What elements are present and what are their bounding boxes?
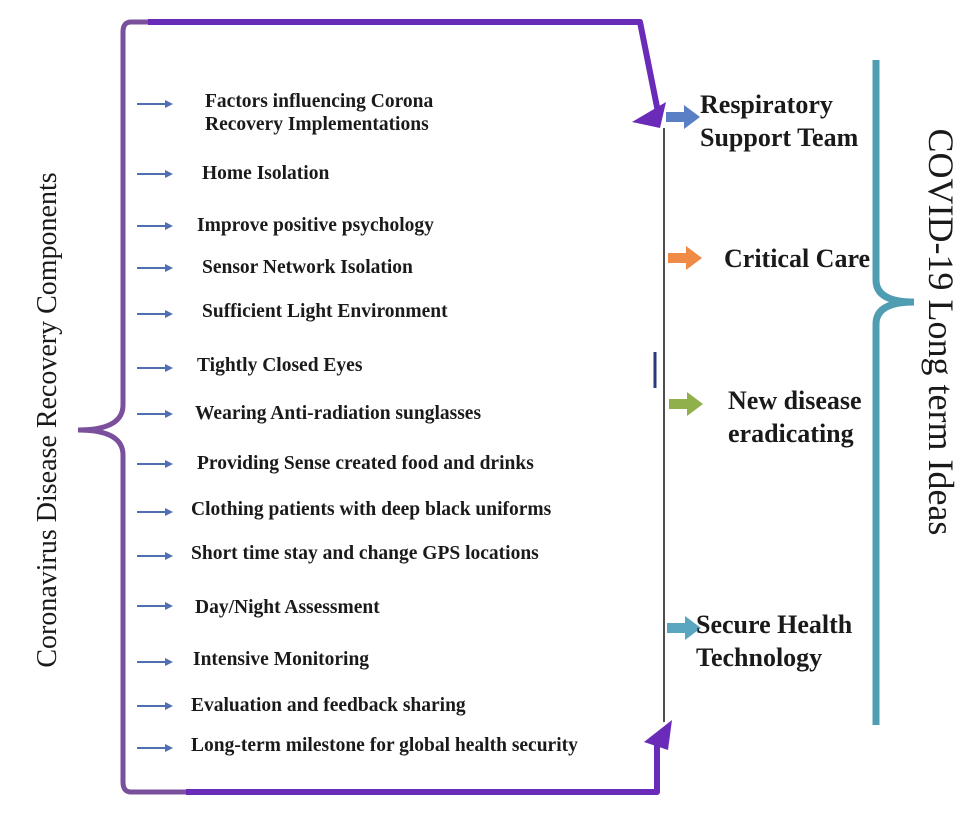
component-arrow-icon (137, 702, 173, 710)
idea-arrow-icon (667, 616, 701, 640)
component-item-line: Long-term milestone for global health se… (191, 735, 578, 756)
idea-label-line: New disease (728, 386, 862, 415)
component-item: Sufficient Light Environment (202, 300, 448, 323)
component-item-line: Short time stay and change GPS locations (191, 543, 539, 564)
component-item-line: Sufficient Light Environment (202, 301, 448, 322)
component-item: Providing Sense created food and drinks (197, 452, 534, 475)
component-arrow-icon (137, 508, 173, 516)
component-item-line: Wearing Anti-radiation sunglasses (195, 403, 482, 424)
left-title-text: Coronavirus Disease Recovery Components (32, 172, 63, 668)
component-arrow-icon (137, 364, 173, 372)
component-item-line: Improve positive psychology (197, 215, 434, 236)
idea-label-line: Technology (696, 643, 823, 672)
top-bracket-arrowhead (632, 102, 666, 128)
component-item: Home Isolation (202, 162, 329, 185)
idea-label-line: Support Team (700, 123, 859, 152)
component-arrow-icon (137, 658, 173, 666)
component-item: Long-term milestone for global health se… (191, 734, 578, 757)
idea-arrow-icon (668, 246, 702, 270)
component-item-line: Factors influencing Corona (205, 91, 434, 112)
bottom-bracket-line (186, 735, 660, 795)
component-item-line: Evaluation and feedback sharing (191, 695, 466, 716)
idea-label: New disease eradicating (728, 384, 862, 450)
bottom-bracket-arrowhead (644, 720, 672, 750)
right-title-text: COVID-19 Long term Ideas (921, 128, 961, 536)
component-item: Improve positive psychology (197, 214, 434, 237)
top-bracket-line (148, 19, 661, 113)
component-item: Short time stay and change GPS locations (191, 542, 539, 565)
component-arrow-icon (137, 602, 173, 610)
component-arrow-icon (137, 410, 173, 418)
idea-label-line: Secure Health (696, 610, 853, 639)
idea-arrow-icon (669, 392, 703, 416)
component-item-line: Home Isolation (202, 163, 330, 184)
component-item: Sensor Network Isolation (202, 256, 413, 279)
component-item-line: Day/Night Assessment (195, 597, 380, 618)
component-arrow-icon (137, 310, 173, 318)
component-arrow-icon (137, 100, 173, 108)
idea-label-line: eradicating (728, 419, 854, 448)
right-curly-brace (872, 60, 915, 725)
idea-label: Critical Care (724, 242, 870, 275)
component-item-line: Recovery Implementations (205, 114, 429, 135)
component-arrow-icon (137, 170, 173, 178)
component-item: Wearing Anti-radiation sunglasses (195, 402, 481, 425)
idea-label-line: Respiratory (700, 90, 833, 119)
component-item: Day/Night Assessment (195, 596, 380, 619)
component-arrow-icon (137, 460, 173, 468)
component-item: Tightly Closed Eyes (197, 354, 362, 377)
component-item-line: Sensor Network Isolation (202, 257, 413, 278)
component-item-line: Clothing patients with deep black unifor… (191, 499, 552, 520)
component-arrow-icon (137, 552, 173, 560)
idea-label-line: Critical Care (724, 244, 871, 273)
component-item: Intensive Monitoring (193, 648, 369, 671)
component-arrow-icon (137, 222, 173, 230)
component-arrow-icon (137, 264, 173, 272)
component-item-line: Tightly Closed Eyes (197, 355, 363, 376)
idea-arrow-icon (666, 105, 700, 129)
component-item: Evaluation and feedback sharing (191, 694, 466, 717)
component-item-line: Intensive Monitoring (193, 649, 370, 670)
component-arrow-icon (137, 744, 173, 752)
component-item: Clothing patients with deep black unifor… (191, 498, 551, 521)
left-curly-brace (77, 19, 189, 795)
component-item-line: Providing Sense created food and drinks (197, 453, 534, 474)
